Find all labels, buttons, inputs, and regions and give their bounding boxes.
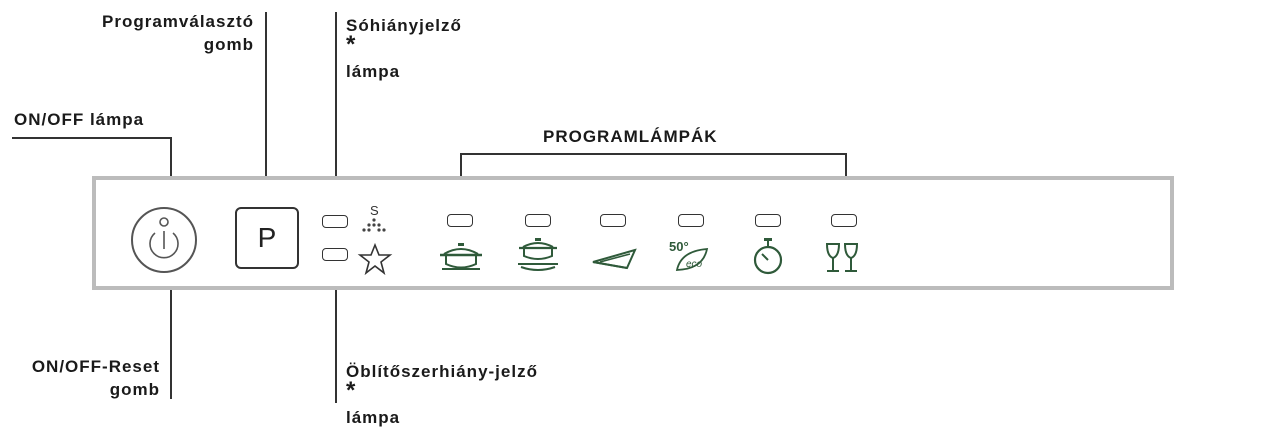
program-lamps-bracket-right xyxy=(845,153,847,197)
rinse-aid-lamp xyxy=(322,248,348,261)
program-lamps-bracket xyxy=(460,153,847,155)
program-lamps-label: PROGRAMLÁMPÁK xyxy=(543,127,718,146)
program-lamps-bracket-left xyxy=(460,153,462,197)
onoff-lamp-leader-v xyxy=(170,137,172,207)
svg-text:S: S xyxy=(370,203,379,218)
onoff-lamp-label: ON/OFF lámpa xyxy=(14,110,145,129)
pot-icon xyxy=(440,243,482,270)
program-lamp-1 xyxy=(447,214,473,227)
onoff-lamp-leader-h xyxy=(12,137,172,139)
rinse-aid-indicator-label: Öblítőszerhiány-jelző* lámpa xyxy=(346,362,538,427)
program-lamp-3 xyxy=(600,214,626,227)
control-panel xyxy=(92,176,1174,290)
onoff-reset-label: ON/OFF-Reset gomb xyxy=(31,357,160,399)
plate-icon xyxy=(592,248,637,270)
program-lamp-2 xyxy=(525,214,551,227)
rinse-leader xyxy=(335,255,337,403)
salt-indicator-label: Sóhiányjelző* lámpa xyxy=(346,16,462,81)
program-selector-label: Programválasztó gomb xyxy=(102,12,254,54)
pot-and-plate-icon xyxy=(518,238,558,271)
program-selector-button[interactable]: P xyxy=(235,207,299,269)
program-lamp-6 xyxy=(831,214,857,227)
onoff-button[interactable] xyxy=(131,207,197,273)
program-lamp-5 xyxy=(755,214,781,227)
salt-icon: S xyxy=(362,203,386,232)
power-icon xyxy=(149,217,179,259)
salt-leader xyxy=(335,12,337,196)
program-selector-leader xyxy=(265,12,267,186)
svg-text:50°: 50° xyxy=(669,239,689,254)
glasses-icon xyxy=(825,243,859,272)
eco-50-leaf-icon: 50° eco xyxy=(669,239,709,271)
timer-icon xyxy=(753,238,783,275)
rinse-aid-star-icon xyxy=(357,242,393,276)
svg-text:eco: eco xyxy=(686,259,703,270)
onoff-reset-leader xyxy=(170,273,172,399)
program-lamp-4 xyxy=(678,214,704,227)
salt-lamp xyxy=(322,215,348,228)
